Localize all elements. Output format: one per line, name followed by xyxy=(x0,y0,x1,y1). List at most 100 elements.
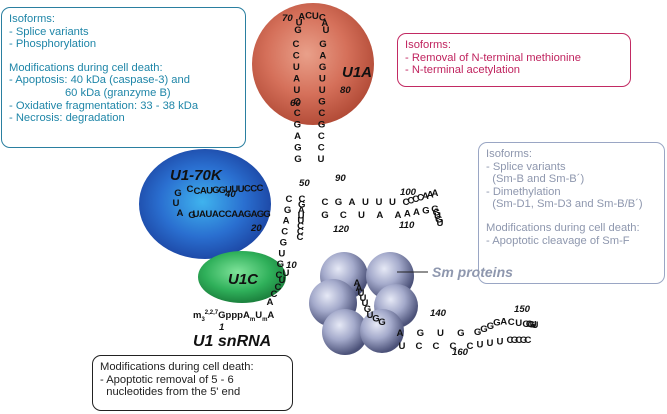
hp1-loop-nt: U xyxy=(173,198,180,209)
cap-linker-nt: U xyxy=(279,275,286,286)
tail-bottom-nt: U xyxy=(497,337,504,348)
sm-site-nt: G xyxy=(372,314,379,325)
box-line: nucleotides from the 5' end xyxy=(100,386,241,399)
position-90: 90 xyxy=(335,173,346,184)
stem-left-nt: C xyxy=(281,227,288,238)
u1c-protein xyxy=(198,251,286,303)
hp1-bottom-nt: A xyxy=(212,209,219,220)
hp2-right-nt: U xyxy=(318,154,325,165)
u1-70k-protein xyxy=(139,149,271,259)
u1a-protein xyxy=(252,3,374,125)
arm-top-nt: A xyxy=(422,191,429,202)
stem-left-nt: C xyxy=(286,194,293,205)
sm-annotation-box: Isoforms: - Splice variants (Sm-B and Sm… xyxy=(478,142,665,284)
position-100: 100 xyxy=(400,187,417,198)
arm-bottom-nt: C xyxy=(340,210,347,221)
cap-linker-nt: C xyxy=(271,289,278,300)
arm-bottom-nt: G xyxy=(321,210,328,221)
position-10: 10 xyxy=(286,260,297,271)
hp2-right-nt: G xyxy=(319,39,326,50)
sm-site-nt: G xyxy=(378,317,385,328)
box-line: Modifications during cell death: xyxy=(100,361,254,373)
tail-bottom-nt: C xyxy=(416,341,423,352)
hp1-top-nt: C xyxy=(250,183,257,194)
arm-top-nt: C xyxy=(403,197,410,208)
box-line: - Apoptosis: 40 kDa (caspase-3) and xyxy=(9,74,190,87)
position-120: 120 xyxy=(333,224,350,235)
position-40: 40 xyxy=(224,189,236,200)
hp2-left-nt: C xyxy=(294,97,301,108)
stem-right-nt: C xyxy=(299,194,306,205)
hp2-left-nt: C xyxy=(294,108,301,119)
tail-bottom-nt: C xyxy=(450,341,457,352)
arm-bottom-nt: A xyxy=(395,210,402,221)
box-line: - Apoptotic cleavage of Sm-F xyxy=(486,234,630,247)
hp1-bottom-nt: A xyxy=(251,209,258,220)
box-line: (Sm-D1, Sm-D3 and Sm-B/B´) xyxy=(486,198,643,211)
stem-left-nt: U xyxy=(278,248,285,259)
tail-top-nt: C xyxy=(526,319,533,330)
hp1-bottom-nt: U xyxy=(205,209,212,220)
arm-bottom-nt: A xyxy=(413,207,420,218)
hp1-bottom-nt: A xyxy=(238,209,245,220)
box-line: - Oxidative fragmentation: 33 - 38 kDa xyxy=(9,99,199,112)
arm-bottom-nt: G xyxy=(422,206,429,217)
position-150: 150 xyxy=(514,304,531,315)
arm-top-nt: A xyxy=(432,188,439,199)
box-line: 60 kDa (granzyme B) xyxy=(9,86,171,99)
stem-right-nt: U xyxy=(298,210,305,221)
box-line: Isoforms: xyxy=(9,13,56,25)
hp2-right-nt: C xyxy=(318,143,325,154)
position-20: 20 xyxy=(250,223,262,234)
tail-top-nt: G xyxy=(528,320,535,331)
box-line: (Sm-B and Sm-B´) xyxy=(486,173,585,186)
tail-top-nt: A xyxy=(500,316,507,327)
arm-top-nt: U xyxy=(362,197,369,208)
stem-right-nt: A xyxy=(298,205,305,216)
arm-top-nt: A xyxy=(427,190,434,201)
stem-left-nt: C xyxy=(276,270,283,281)
stem-left-nt: A xyxy=(283,216,290,227)
box-line: - Necrosis: degradation xyxy=(9,112,125,125)
hp1-top-nt: C xyxy=(194,186,201,197)
hp2-left-nt: A xyxy=(293,74,300,85)
hp1-loop-nt: A xyxy=(177,208,184,219)
cap-linker-nt: U xyxy=(283,268,290,279)
box-line: - Removal of N-terminal methionine xyxy=(405,51,581,64)
stem-left-nt: G xyxy=(284,205,291,216)
tail-bottom-nt: U xyxy=(399,341,406,352)
sm-site-nt: U xyxy=(367,310,374,321)
tail-bottom-nt: C xyxy=(516,335,523,346)
hp1-bottom-nt: A xyxy=(231,209,238,220)
hp1-top-nt: A xyxy=(200,186,207,197)
hp2-loop-nt: U xyxy=(296,18,303,29)
arm-top-nt: G xyxy=(335,197,342,208)
tail-bottom-nt: C xyxy=(525,335,532,346)
hp2-loop-nt: G xyxy=(294,25,301,36)
stem-left-nt: G xyxy=(280,237,287,248)
hp2-right-nt: U xyxy=(319,74,326,85)
hp2-left-nt: G xyxy=(294,154,301,165)
tail-top-nt: G xyxy=(493,318,500,329)
tail-bottom-nt: G xyxy=(520,335,527,346)
tail-bottom-nt: U xyxy=(487,338,494,349)
hp2-right-nt: U xyxy=(319,85,326,96)
sm-site-nt: U xyxy=(360,293,367,304)
hp2-right-nt: G xyxy=(318,97,325,108)
hp1-bottom-nt: C xyxy=(218,209,225,220)
arm-top-nt: C xyxy=(407,196,414,207)
hp2-right-nt: A xyxy=(319,51,326,62)
box-line: - N-terminal acetylation xyxy=(405,64,521,77)
arm-top-nt: C xyxy=(412,194,419,205)
u1c-label: U1C xyxy=(228,271,259,288)
hp2-left-nt: U xyxy=(293,85,300,96)
tail-top-nt: G xyxy=(487,321,494,332)
hp1-loop-nt: C xyxy=(187,184,194,195)
box-line: - Dimethylation xyxy=(486,185,561,198)
hp2-right-nt: C xyxy=(318,108,325,119)
cap-structure: m32,2,7GpppAmUmA xyxy=(193,310,274,323)
cap-linker-nt: C xyxy=(275,282,282,293)
box-line: - Phosphorylation xyxy=(9,38,97,51)
position-80: 80 xyxy=(340,85,351,96)
